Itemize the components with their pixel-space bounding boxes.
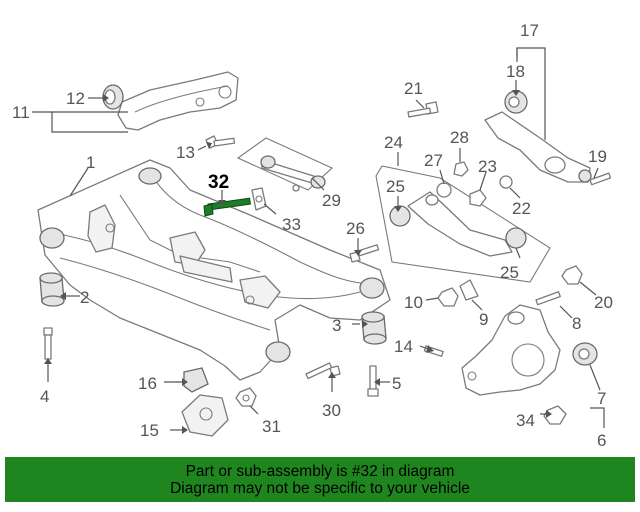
callout-24[interactable]: 24 [384,133,403,152]
callout-8[interactable]: 8 [572,314,581,333]
callout-23[interactable]: 23 [478,157,497,176]
bushing-part-27[interactable] [436,182,452,198]
bolt-part-21[interactable] [407,101,439,118]
knuckle-bushing-part-7[interactable] [572,342,598,366]
callout-labels: 1 2 3 4 5 6 7 8 9 10 11 12 13 14 15 16 1… [12,21,613,450]
bolt-part-8[interactable] [535,291,561,306]
callout-19[interactable]: 19 [588,147,607,166]
callout-20[interactable]: 20 [594,293,613,312]
lower-arm-kit-part-24[interactable] [375,165,551,283]
callout-17[interactable]: 17 [520,21,539,40]
arm-bushing-part-18[interactable] [504,90,528,114]
rear-subframe-part-1[interactable] [37,159,391,381]
nut-part-10[interactable] [437,287,459,307]
nut-part-28[interactable] [453,161,469,177]
callout-7[interactable]: 7 [597,389,606,408]
bracket-part-9[interactable] [459,279,479,301]
callout-5[interactable]: 5 [392,374,401,393]
callout-11[interactable]: 11 [12,103,30,122]
callout-4[interactable]: 4 [40,387,49,406]
upper-control-arm-part-17[interactable] [484,111,592,183]
wheel-knuckle-part-6[interactable] [461,304,561,396]
subframe-bushing-part-3[interactable] [361,311,387,345]
bolt-part-5[interactable] [367,365,379,397]
nut-part-31[interactable] [235,387,257,407]
callout-15[interactable]: 15 [140,421,159,440]
link-kit-part-29[interactable] [236,137,333,192]
callout-21[interactable]: 21 [404,79,423,98]
selected-part-banner: Part or sub-assembly is #32 in diagram D… [5,457,635,502]
callout-2[interactable]: 2 [80,288,89,307]
callout-22[interactable]: 22 [512,199,531,218]
callout-28[interactable]: 28 [450,128,469,147]
callout-34[interactable]: 34 [516,411,535,430]
callout-29[interactable]: 29 [322,191,341,210]
callout-26[interactable]: 26 [346,219,365,238]
callout-25-upper[interactable]: 25 [386,177,405,196]
bolt-part-26[interactable] [349,244,380,263]
bolt-part-19[interactable] [589,172,612,186]
callout-33[interactable]: 33 [282,215,301,234]
mount-part-15[interactable] [181,394,229,437]
callout-25-lower[interactable]: 25 [500,263,519,282]
subframe-bolt-part-4[interactable] [43,327,53,360]
trailing-arm-bushing-part-12[interactable] [102,84,124,110]
nut-part-20[interactable] [561,265,583,285]
callout-10[interactable]: 10 [404,293,423,312]
callout-12[interactable]: 12 [66,89,85,108]
banner-line-2: Diagram may not be specific to your vehi… [170,479,470,497]
washer-part-22[interactable] [499,175,513,189]
callout-14[interactable]: 14 [394,337,413,356]
banner-line-1: Part or sub-assembly is #32 in diagram [185,462,455,480]
callout-32-highlighted[interactable]: 32 [208,172,229,193]
callout-9[interactable]: 9 [479,310,488,329]
nut-part-34[interactable] [543,405,567,425]
callout-3[interactable]: 3 [332,316,341,335]
callout-1[interactable]: 1 [86,153,95,172]
arrowheads [44,90,552,434]
trailing-arm-part-11[interactable] [117,71,239,131]
callout-31[interactable]: 31 [262,417,281,436]
rear-suspension-exploded-diagram: 1 2 3 4 5 6 7 8 9 10 11 12 13 14 15 16 1… [12,21,613,450]
subframe-bushing-part-2[interactable] [39,272,65,307]
callout-18[interactable]: 18 [506,62,525,81]
callout-6[interactable]: 6 [597,431,606,450]
bracket-part-16[interactable] [183,367,209,393]
callout-27[interactable]: 27 [424,151,443,170]
bolt-part-30[interactable] [305,362,341,380]
leader-lines [32,47,605,431]
callout-16[interactable]: 16 [138,374,157,393]
highlighted-bolt-part-32[interactable] [203,197,251,217]
eccentric-plate-part-33[interactable] [251,187,267,211]
callout-13[interactable]: 13 [176,143,195,162]
nut-part-23[interactable] [469,189,487,207]
callout-30[interactable]: 30 [322,401,341,420]
